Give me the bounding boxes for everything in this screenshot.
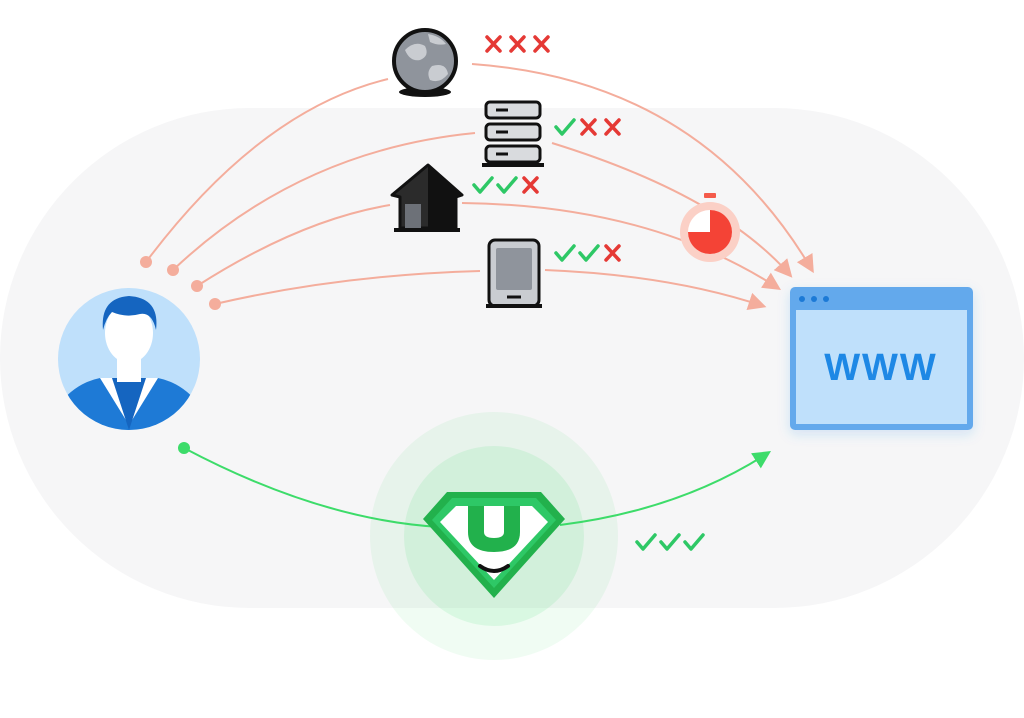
route-line-globe-out (471, 63, 814, 274)
cross-icon (604, 244, 621, 262)
globe-icon (392, 28, 458, 97)
hero-route-start-dot (178, 442, 190, 454)
check-icon (659, 533, 681, 551)
website-label: WWW (824, 347, 938, 389)
route-line-server-out (551, 142, 793, 278)
route-line-house-out (461, 202, 782, 290)
house-icon (390, 163, 464, 232)
proxy-route-lines (145, 63, 814, 310)
phone-icon (486, 238, 542, 308)
route-line-server-in (172, 132, 476, 271)
route-line-phone-out (544, 269, 767, 310)
check-icon (554, 118, 576, 136)
check-icon (554, 244, 576, 262)
cross-icon (522, 176, 539, 194)
cross-icon (580, 118, 597, 136)
check-icon (496, 176, 518, 194)
cross-icon (604, 118, 621, 136)
route-line-phone-in (214, 270, 481, 305)
check-icon (472, 176, 494, 194)
cross-icon (509, 35, 526, 53)
stopwatch-icon (680, 193, 740, 262)
cross-icon (533, 35, 550, 53)
status-marks (472, 35, 705, 551)
route-line-house-in (196, 204, 391, 287)
check-icon (683, 533, 705, 551)
server-icon (482, 100, 544, 167)
check-icon (635, 533, 657, 551)
route-line-globe-in (145, 78, 389, 263)
hero-route-line (183, 447, 772, 528)
browser-window-icon (790, 287, 973, 430)
superhero-shield-icon (423, 492, 565, 598)
cross-icon (485, 35, 502, 53)
route-start-dots (140, 256, 221, 310)
check-icon (578, 244, 600, 262)
